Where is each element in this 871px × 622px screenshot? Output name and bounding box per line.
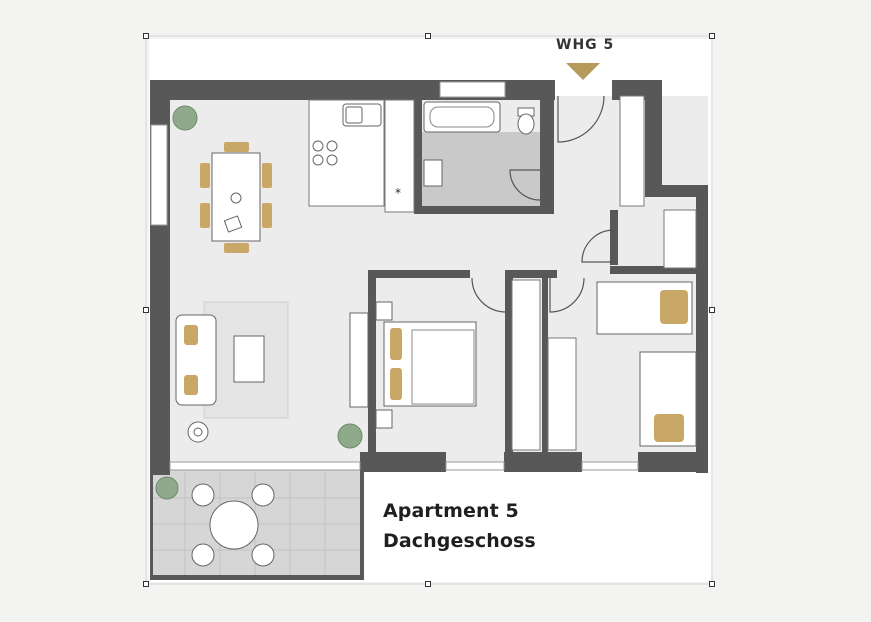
- fridge-icon: *: [395, 186, 401, 200]
- living-area: [175, 301, 369, 443]
- resize-handle[interactable]: [143, 307, 149, 313]
- resize-handle[interactable]: [709, 307, 715, 313]
- bathroom: [423, 101, 535, 187]
- floor-lamp: [187, 421, 209, 443]
- resize-handle[interactable]: [143, 33, 149, 39]
- entrance-arrow-icon: [566, 63, 600, 80]
- caption-subtitle: Dachgeschoss: [383, 530, 536, 552]
- stove-icon: [312, 140, 338, 166]
- bed-icon: [596, 281, 697, 447]
- coffee-table: [233, 335, 265, 383]
- plant-icon: [155, 105, 363, 500]
- doors: [471, 95, 615, 313]
- kitchen: *: [308, 99, 415, 213]
- windows: [150, 81, 639, 471]
- resize-handle[interactable]: [425, 33, 431, 39]
- bathtub-icon: [423, 101, 501, 133]
- hall-cabinets: [511, 95, 697, 451]
- resize-handle[interactable]: [709, 33, 715, 39]
- unit-label: WHG 5: [556, 37, 615, 53]
- tv-unit: [349, 312, 369, 408]
- sink-icon: [423, 159, 443, 187]
- resize-handle[interactable]: [143, 581, 149, 587]
- bed-icon: [375, 301, 477, 429]
- resize-handle[interactable]: [709, 581, 715, 587]
- dining-table-icon: [200, 142, 272, 253]
- balcony-table: [191, 483, 275, 567]
- resize-handle[interactable]: [425, 581, 431, 587]
- caption-title: Apartment 5: [383, 500, 519, 522]
